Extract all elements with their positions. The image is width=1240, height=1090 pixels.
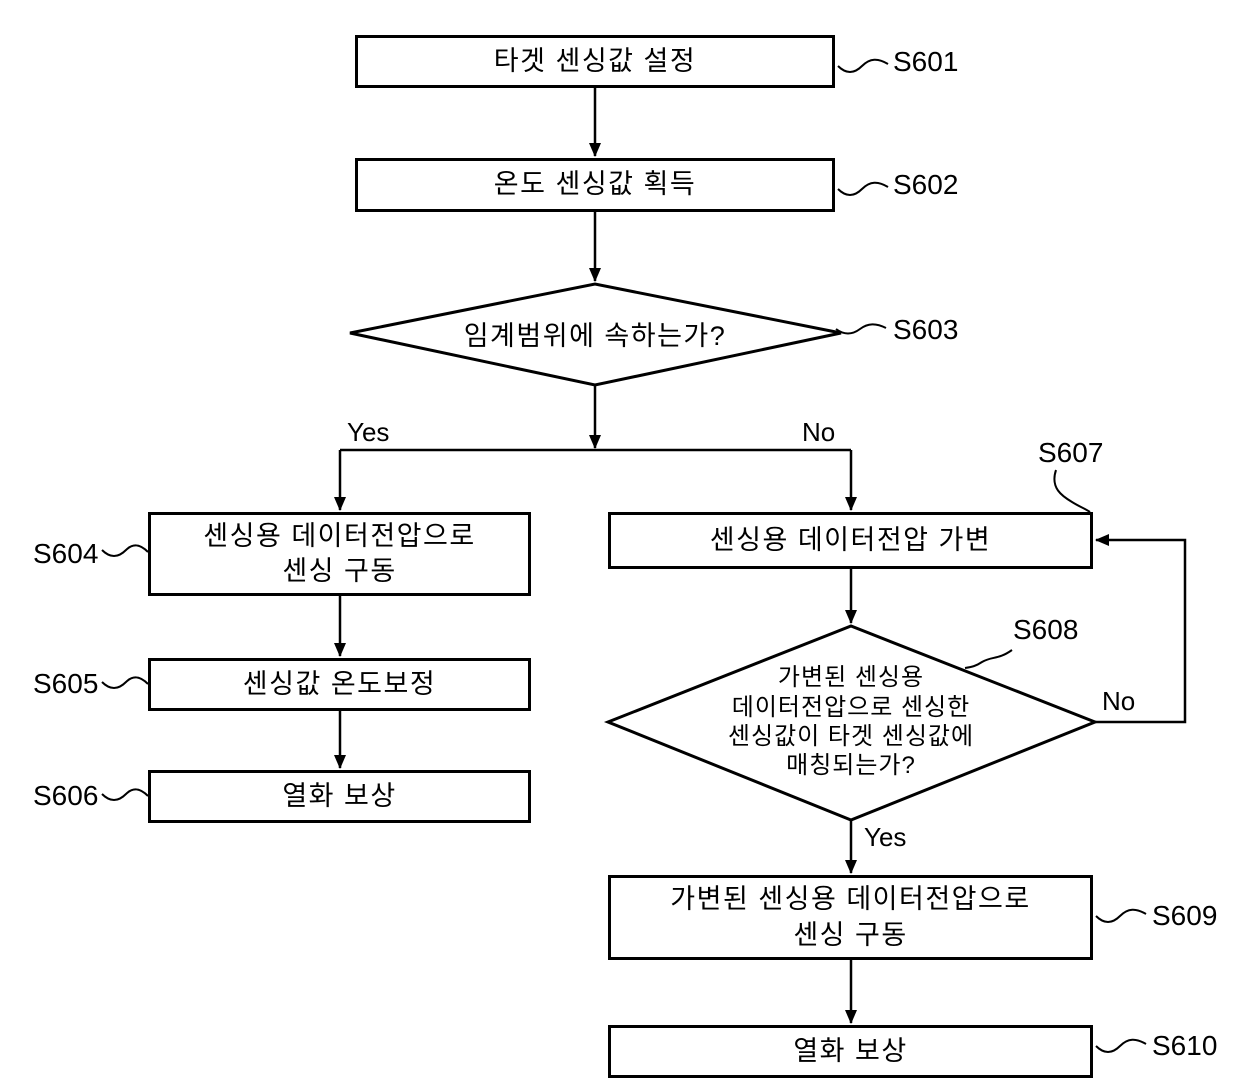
step-label-s603: S603: [893, 314, 959, 345]
leader-s603: [835, 323, 887, 335]
step-label-s607: S607: [1038, 437, 1104, 468]
step-label-s601: S601: [893, 46, 959, 77]
leader-s604: [101, 544, 149, 557]
flow-node-s604: 센싱용 데이터전압으로 센싱 구동: [148, 512, 531, 596]
leader-s607: [1053, 469, 1091, 513]
flow-node-s602: 온도 센싱값 획득: [355, 158, 835, 212]
step-label-s602: S602: [893, 169, 959, 200]
flow-node-s609: 가변된 센싱용 데이터전압으로 센싱 구동: [608, 875, 1093, 960]
step-label-s605: S605: [33, 668, 99, 699]
step-label-s610: S610: [1152, 1030, 1218, 1061]
flow-node-s608-text: 가변된 센싱용 데이터전압으로 센싱한 센싱값이 타겟 센싱값에 매칭되는가?: [727, 664, 975, 780]
leader-s602: [837, 181, 889, 196]
leader-s606: [101, 788, 149, 801]
leader-s609: [1095, 908, 1147, 923]
flow-node-s606: 열화 보상: [148, 770, 531, 823]
branch-label-s608-no: No: [1102, 686, 1136, 716]
branch-label-s603-yes: Yes: [347, 417, 390, 447]
flow-node-s601: 타겟 센싱값 설정: [355, 35, 835, 88]
flow-node-s603-text: 임계범위에 속하는가?: [463, 320, 727, 351]
leader-s608: [964, 649, 1013, 669]
leader-s601: [837, 58, 889, 73]
step-label-s608: S608: [1013, 614, 1079, 645]
step-label-s609: S609: [1152, 900, 1218, 931]
arrow-s608-no-loop: [1095, 534, 1187, 724]
flow-node-s605: 센싱값 온도보정: [148, 658, 531, 711]
leader-s610: [1095, 1038, 1147, 1053]
step-label-s604: S604: [33, 538, 99, 569]
branch-label-s608-yes: Yes: [864, 822, 907, 852]
leader-s605: [101, 676, 149, 689]
flow-node-s610: 열화 보상: [608, 1025, 1093, 1078]
branch-label-s603-no: No: [802, 417, 836, 447]
decision-diamond-s608: [603, 624, 1100, 822]
flow-node-s607: 센싱용 데이터전압 가변: [608, 512, 1093, 569]
step-label-s606: S606: [33, 780, 99, 811]
